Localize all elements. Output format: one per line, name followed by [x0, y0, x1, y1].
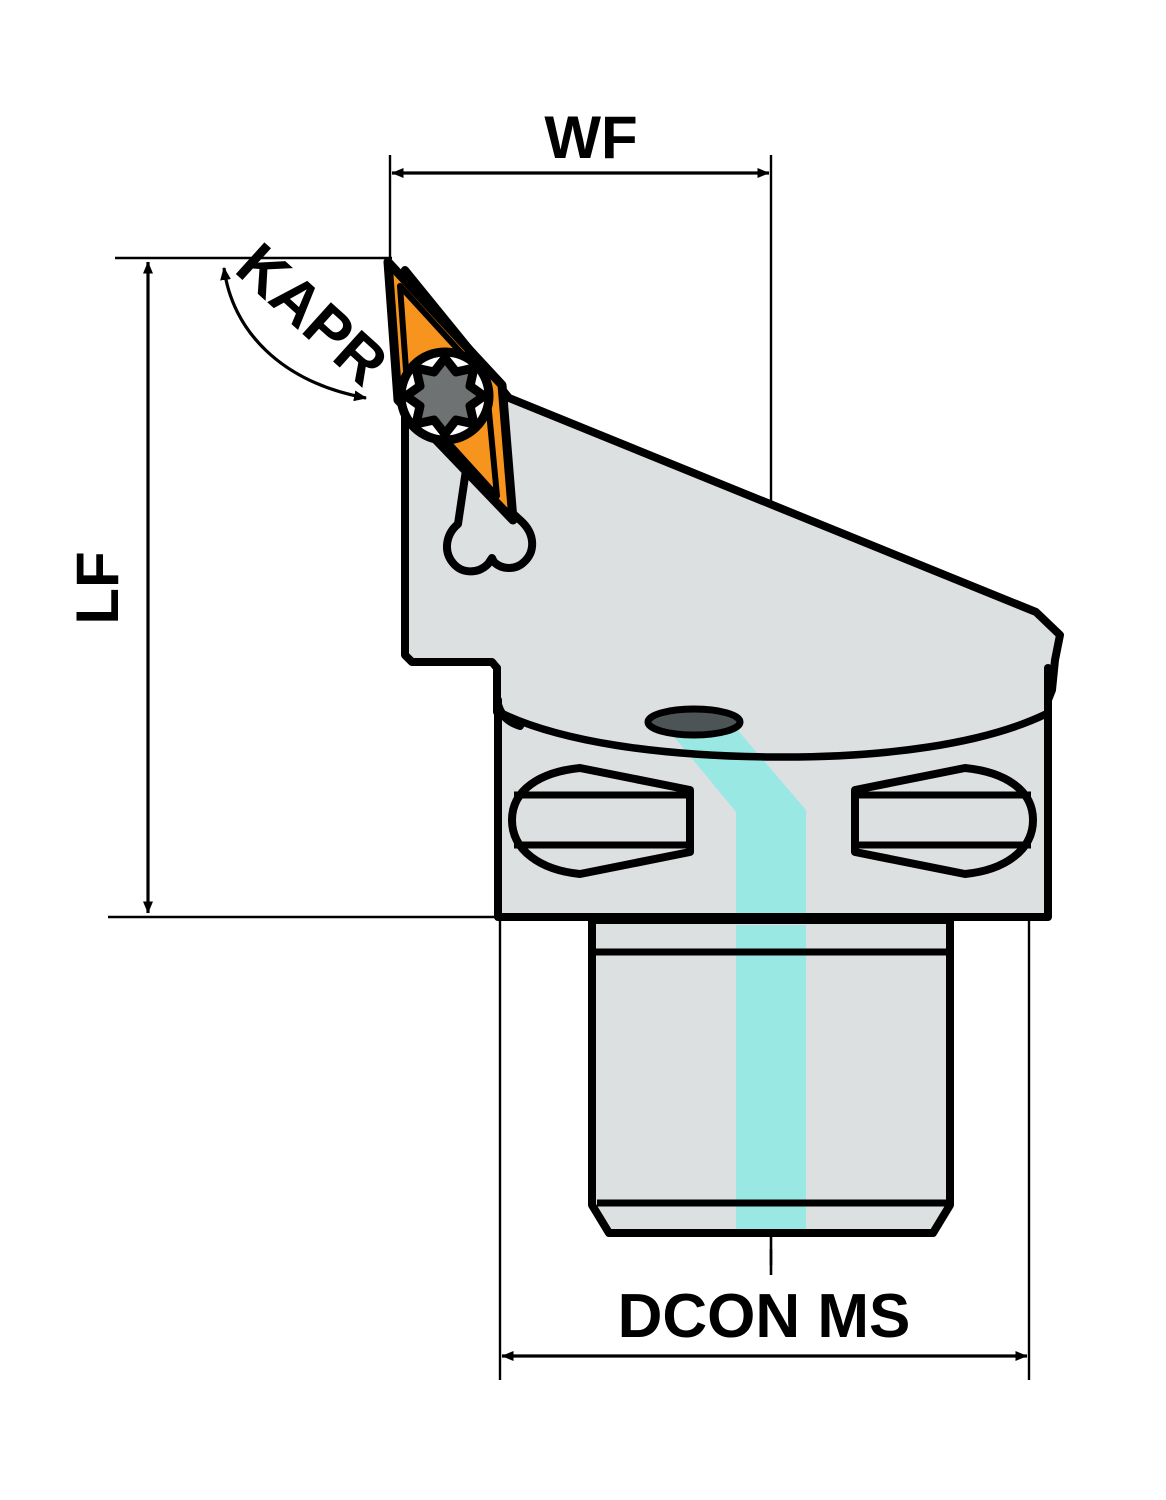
shank-outline: [588, 916, 954, 1237]
shank-coolant: [736, 925, 806, 1233]
lf-label: LF: [64, 551, 131, 624]
dcon-ms-label: DCON MS: [618, 1282, 911, 1351]
kapr-arc: [220, 266, 368, 402]
coolant-port-opening: [644, 705, 744, 739]
torx-clamping-screw: [396, 347, 494, 445]
insert-cutting-edge: [384, 261, 402, 401]
modular-coupling-shank: [588, 916, 954, 1265]
left-step-notch: [493, 664, 524, 730]
left-slot-outline: [508, 764, 694, 878]
torx-recess: [401, 353, 489, 439]
insert-chipbreaker-face: [397, 283, 500, 499]
dimension-lf: LF: [64, 261, 153, 914]
insert-flank-edge: [499, 384, 516, 521]
coolant-outlet-port: [644, 705, 744, 739]
right-slot-outline: [851, 764, 1037, 878]
dimension-wf: WF: [391, 104, 770, 178]
coupling-step-notches: [493, 664, 1052, 730]
clamp-outline: [443, 466, 537, 576]
wf-label: WF: [544, 104, 637, 171]
coupling-drive-slot-left: [508, 764, 694, 878]
dimension-dcon-ms: DCON MS: [501, 1282, 1028, 1361]
insert-clamp-pocket: [443, 466, 537, 576]
coupling-face-seam: [495, 708, 1050, 761]
coupling-drive-slot-right: [851, 764, 1037, 878]
